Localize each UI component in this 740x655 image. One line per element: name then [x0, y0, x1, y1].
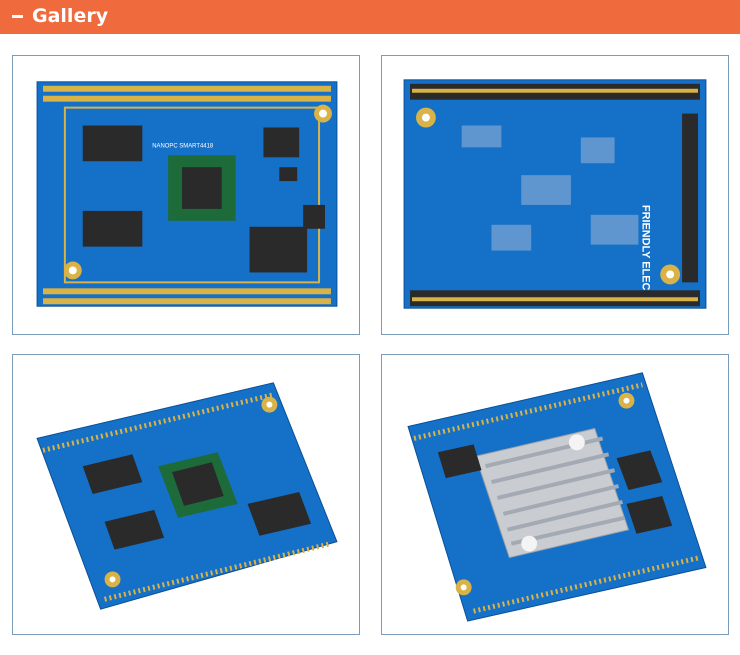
gallery-title: Gallery	[32, 5, 109, 27]
board-heatsink-illustration	[407, 372, 707, 622]
gallery-image-board-bottom[interactable]: FRIENDLY ELEC	[381, 55, 729, 335]
board-top-illustration: NANOPC SMART4418	[36, 81, 338, 307]
gallery-image-board-heatsink[interactable]	[381, 354, 729, 635]
minus-icon[interactable]	[12, 15, 23, 18]
board-bottom-illustration: FRIENDLY ELEC	[403, 79, 707, 309]
gallery-header: Gallery	[0, 0, 740, 34]
gallery-image-board-top[interactable]: NANOPC SMART4418	[12, 55, 360, 335]
friendly-elec-logo-text: FRIENDLY ELEC	[639, 205, 651, 291]
gallery-image-board-angled[interactable]	[12, 354, 360, 635]
board-angled-illustration	[36, 382, 338, 610]
board-silkscreen-label: NANOPC SMART4418	[152, 143, 214, 149]
